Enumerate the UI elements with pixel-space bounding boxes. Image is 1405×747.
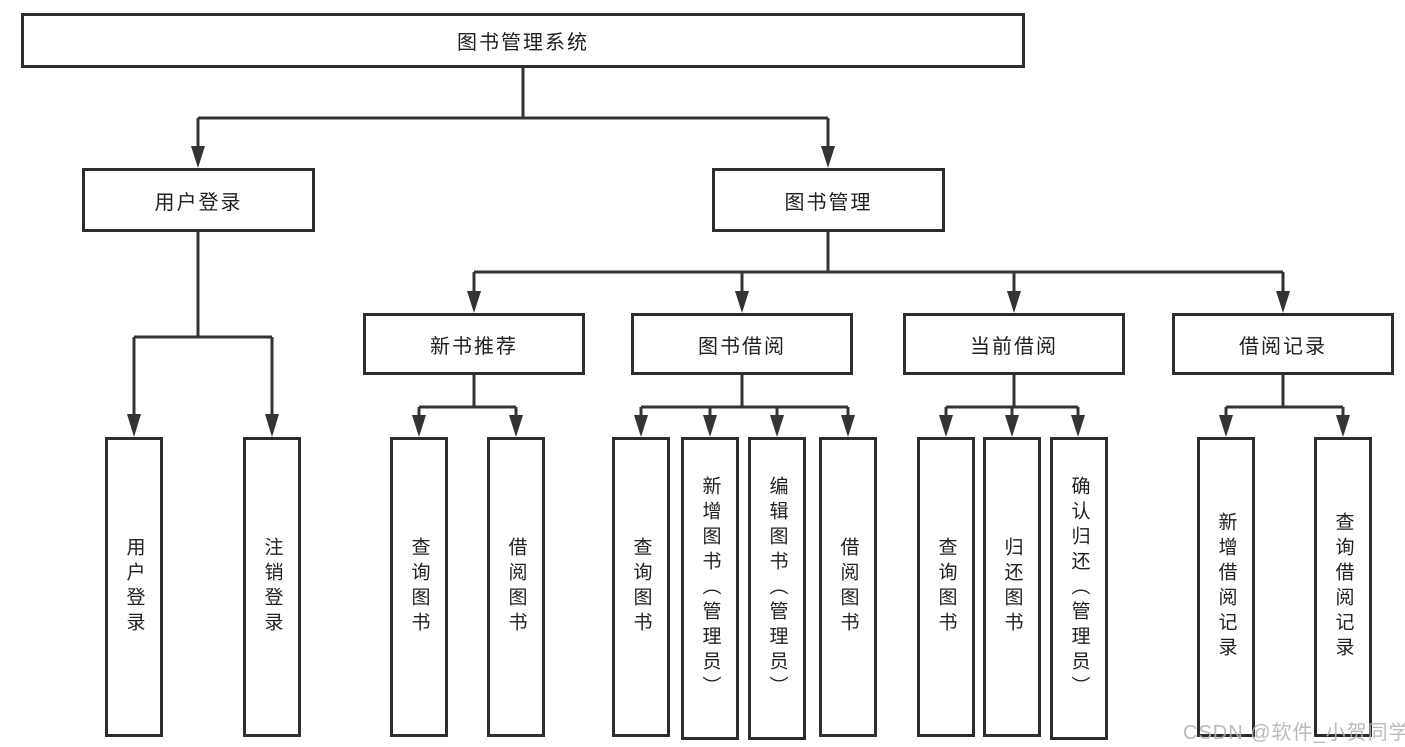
leaf-query-book-current: 查询图书 bbox=[917, 437, 975, 737]
node-book-borrowing: 图书借阅 bbox=[631, 313, 853, 375]
leaf-add-borrow-record: 新增借阅记录 bbox=[1197, 437, 1255, 737]
node-user-login: 用户登录 bbox=[82, 168, 315, 232]
node-current-borrowing: 当前借阅 bbox=[903, 313, 1125, 375]
leaf-user-login: 用户登录 bbox=[105, 437, 163, 737]
node-library-management-system: 图书管理系统 bbox=[21, 13, 1025, 68]
leaf-query-book-newbook: 查询图书 bbox=[390, 437, 448, 737]
leaf-edit-book-admin: 编辑图书（管理员） bbox=[748, 437, 806, 740]
leaf-borrow-book: 借阅图书 bbox=[819, 437, 877, 737]
leaf-confirm-return-admin: 确认归还（管理员） bbox=[1050, 437, 1108, 740]
csdn-watermark: CSDN @软件_小贺同学 bbox=[1183, 722, 1405, 744]
node-new-book-recommend: 新书推荐 bbox=[363, 313, 585, 375]
leaf-query-borrow-record: 查询借阅记录 bbox=[1314, 437, 1372, 737]
leaf-borrow-book-newbook: 借阅图书 bbox=[487, 437, 545, 737]
leaf-add-book-admin: 新增图书（管理员） bbox=[681, 437, 739, 740]
node-borrowing-records: 借阅记录 bbox=[1172, 313, 1394, 375]
node-book-management: 图书管理 bbox=[712, 168, 945, 232]
arrowheads bbox=[127, 146, 1350, 437]
leaf-return-book: 归还图书 bbox=[983, 437, 1041, 737]
leaf-logout: 注销登录 bbox=[243, 437, 301, 737]
leaf-query-book-borrowing: 查询图书 bbox=[612, 437, 670, 737]
